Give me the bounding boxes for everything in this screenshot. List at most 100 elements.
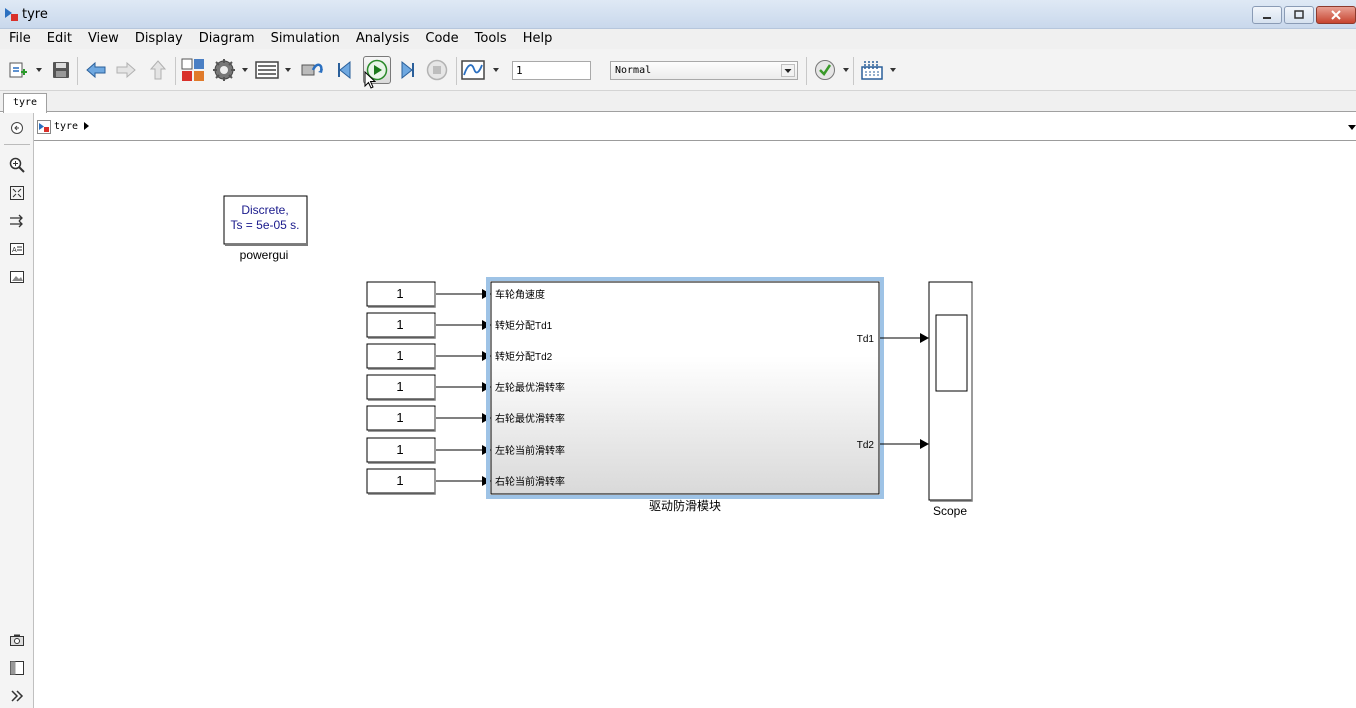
subsystem-block[interactable]: 车轮角速度 转矩分配Td1 转矩分配Td2 左轮最优滑转率 右轮最优滑转率 左轮…: [486, 277, 884, 499]
record-dropdown[interactable]: [493, 68, 499, 72]
subsystem-label: 驱动防滑模块: [649, 498, 721, 513]
model-advisor-button[interactable]: [813, 58, 837, 82]
double-chevron-right-icon: [11, 690, 24, 702]
record-button[interactable]: [461, 58, 485, 82]
model-explorer-dropdown[interactable]: [285, 68, 291, 72]
constant-value: 1: [396, 442, 403, 457]
model-browser-icon: [10, 661, 24, 675]
arrows-right-icon: [10, 214, 23, 228]
annotation-icon: A: [10, 243, 24, 255]
route-lines-button[interactable]: [8, 212, 26, 230]
step-forward-icon: [401, 60, 414, 80]
constant-value: 1: [396, 379, 403, 394]
menu-file[interactable]: File: [9, 31, 31, 46]
constant-block[interactable]: 1: [366, 468, 436, 495]
tab-strip: tyre: [0, 91, 1356, 113]
minimize-icon: [1263, 17, 1271, 19]
menu-view[interactable]: View: [87, 31, 119, 46]
svg-text:A: A: [12, 247, 17, 254]
hide-explorer-button[interactable]: [8, 119, 26, 137]
new-model-button[interactable]: [6, 58, 30, 82]
library-browser-button[interactable]: [181, 58, 205, 82]
scope-block[interactable]: [928, 281, 973, 502]
menu-analysis[interactable]: Analysis: [355, 31, 410, 46]
step-back-button[interactable]: [334, 58, 358, 82]
image-button[interactable]: [8, 268, 26, 286]
subsystem-input-label: 转矩分配Td1: [495, 319, 553, 332]
back-icon: [86, 61, 106, 79]
menu-help[interactable]: Help: [522, 31, 553, 46]
menu-code[interactable]: Code: [425, 31, 459, 46]
build-icon: [861, 61, 883, 80]
stop-time-input[interactable]: [512, 61, 591, 80]
constant-block[interactable]: 1: [366, 312, 436, 339]
menu-display[interactable]: Display: [134, 31, 183, 46]
constant-block[interactable]: 1: [366, 374, 436, 401]
address-path[interactable]: tyre: [54, 121, 79, 132]
model-config-dropdown[interactable]: [242, 68, 248, 72]
mouse-cursor-icon: [364, 71, 376, 89]
constant-block[interactable]: 1: [366, 343, 436, 370]
powergui-block[interactable]: Discrete, Ts = 5e-05 s.: [223, 195, 308, 246]
maximize-icon: [1294, 10, 1304, 19]
expand-palette-button[interactable]: [8, 687, 26, 705]
build-button[interactable]: [860, 58, 884, 82]
menu-edit[interactable]: Edit: [46, 31, 72, 46]
save-button[interactable]: [49, 58, 73, 82]
powergui-label: powergui: [240, 248, 289, 262]
constant-value: 1: [396, 286, 403, 301]
build-dropdown[interactable]: [890, 68, 896, 72]
model-browser-button[interactable]: [8, 659, 26, 677]
subsystem-output-label: Td1: [857, 334, 875, 345]
simulation-mode-value: Normal: [615, 65, 652, 76]
forward-icon: [116, 61, 136, 79]
constant-value: 1: [396, 473, 403, 488]
constant-block[interactable]: 1: [366, 405, 436, 432]
navigate-icon: [11, 122, 23, 134]
back-button[interactable]: [84, 58, 108, 82]
step-forward-button[interactable]: [394, 58, 418, 82]
simulink-app-icon: [5, 8, 18, 21]
model-icon: [37, 120, 51, 134]
menu-tools[interactable]: Tools: [474, 31, 507, 46]
menu-bar: File Edit View Display Diagram Simulatio…: [0, 29, 1356, 49]
close-icon: [1331, 10, 1341, 20]
subsystem-input-label: 左轮最优滑转率: [495, 381, 565, 394]
diagram-svg: Discrete, Ts = 5e-05 s. powergui 1 1 1 1: [223, 195, 973, 518]
annotation-button[interactable]: A: [8, 240, 26, 258]
chevron-down-icon[interactable]: [781, 64, 795, 77]
scope-screen: [935, 314, 968, 392]
diagram-canvas[interactable]: Discrete, Ts = 5e-05 s. powergui 1 1 1 1: [34, 142, 1356, 708]
run-button[interactable]: [363, 56, 391, 84]
step-back-icon: [338, 60, 351, 80]
up-icon: [149, 60, 167, 80]
signal-lines-out[interactable]: [880, 337, 922, 445]
constant-block[interactable]: 1: [366, 437, 436, 464]
subsystem-output-label: Td2: [857, 440, 875, 451]
menu-simulation[interactable]: Simulation: [270, 31, 340, 46]
address-dropdown-icon[interactable]: [1348, 123, 1356, 131]
minimize-button[interactable]: [1252, 6, 1282, 24]
stop-button[interactable]: [425, 58, 449, 82]
constant-block[interactable]: 1: [366, 281, 436, 308]
screenshot-button[interactable]: [8, 631, 26, 649]
save-icon: [53, 62, 69, 78]
model-advisor-dropdown[interactable]: [843, 68, 849, 72]
signal-lines-in[interactable]: [436, 293, 482, 482]
up-button[interactable]: [146, 58, 170, 82]
model-config-button[interactable]: [212, 58, 236, 82]
model-explorer-button[interactable]: [255, 58, 279, 82]
zoom-button[interactable]: [8, 156, 26, 174]
breadcrumb-arrow-icon[interactable]: [84, 122, 89, 130]
tab-tyre[interactable]: tyre: [3, 93, 47, 113]
update-diagram-button[interactable]: [301, 58, 325, 82]
constant-value: 1: [396, 410, 403, 425]
fit-to-view-button[interactable]: [8, 184, 26, 202]
new-model-dropdown[interactable]: [36, 68, 42, 72]
maximize-button[interactable]: [1284, 6, 1314, 24]
diagram-palette: A: [0, 113, 34, 708]
menu-diagram[interactable]: Diagram: [198, 31, 255, 46]
forward-button[interactable]: [114, 58, 138, 82]
close-button[interactable]: [1316, 6, 1356, 24]
simulation-mode-select[interactable]: Normal: [610, 61, 798, 80]
